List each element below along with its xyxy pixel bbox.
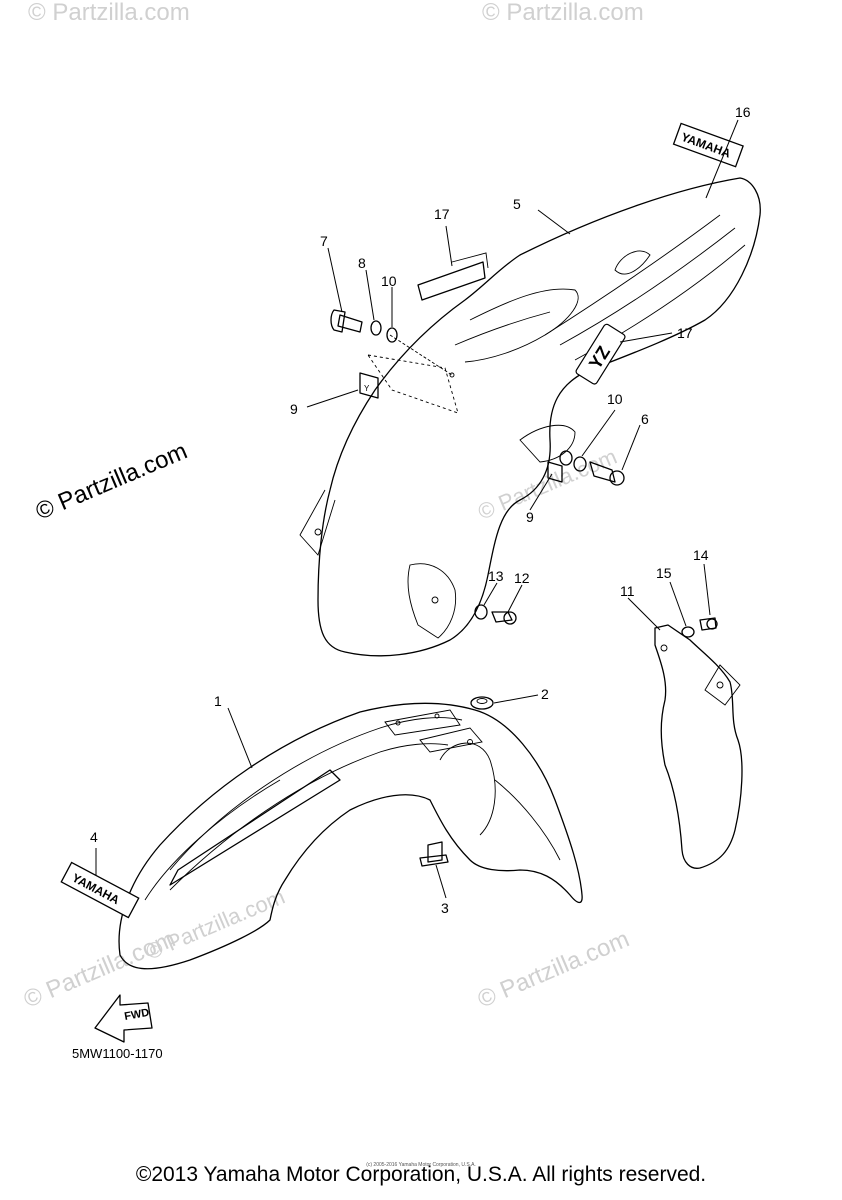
watermark-top-left: © Partzilla.com <box>28 0 190 26</box>
callout-11: 11 <box>620 583 635 599</box>
callout-6: 6 <box>641 411 649 427</box>
callout-2: 2 <box>541 686 549 702</box>
callout-14: 14 <box>693 547 709 563</box>
watermark-bottom-left: © Partzilla.com <box>20 925 179 1013</box>
diagram-code: 5MW1100-1170 <box>72 1046 163 1061</box>
callout-12: 12 <box>514 570 530 586</box>
callout-17-top: 17 <box>434 206 450 222</box>
rear-fender: YZ <box>299 177 761 657</box>
callout-labels: 1 2 3 4 5 6 7 8 10 9 10 9 11 12 13 14 15… <box>90 104 751 916</box>
callout-17-right: 17 <box>677 325 693 341</box>
callout-5: 5 <box>513 196 521 212</box>
watermark-bottom-right: © Partzilla.com <box>474 925 633 1013</box>
callout-9-top: 9 <box>290 401 298 417</box>
yz-decal: YZ <box>575 323 626 385</box>
callout-15: 15 <box>656 565 672 581</box>
callout-1: 1 <box>214 693 222 709</box>
tiny-copyright: (c) 2005-2016 Yamaha Motor Corporation, … <box>366 1162 476 1168</box>
callout-8: 8 <box>358 255 366 271</box>
watermark-side: © Partzilla.com <box>32 437 191 525</box>
rear-yamaha-decal: YAMAHA <box>672 122 744 168</box>
front-fender: YAMAHA <box>60 696 583 970</box>
front-yamaha-decal: YAMAHA <box>60 861 140 919</box>
callout-7: 7 <box>320 233 328 249</box>
watermark-rear-fender: © Partzilla.com <box>474 444 620 525</box>
callout-10-right: 10 <box>607 391 623 407</box>
dashed-outline <box>367 354 459 414</box>
callout-13: 13 <box>488 568 504 584</box>
watermarks: © Partzilla.com © Partzilla.com © Partzi… <box>20 0 644 1014</box>
callout-4: 4 <box>90 829 98 845</box>
fwd-arrow: FWD <box>94 994 153 1043</box>
callout-10-top: 10 <box>381 273 397 289</box>
watermark-top-right: © Partzilla.com <box>482 0 644 26</box>
callout-3: 3 <box>441 900 449 916</box>
mud-flap <box>654 617 743 869</box>
leader-lines <box>95 119 739 899</box>
copyright-footer: ©2013 Yamaha Motor Corporation, U.S.A. A… <box>135 1163 707 1186</box>
svg-text:Y: Y <box>364 384 370 393</box>
callout-16: 16 <box>735 104 751 120</box>
callout-9-bottom: 9 <box>526 509 534 525</box>
rear-hardware: Y <box>330 309 625 625</box>
clip-left: Y <box>359 372 379 399</box>
fwd-arrow-text: FWD <box>123 1007 150 1023</box>
